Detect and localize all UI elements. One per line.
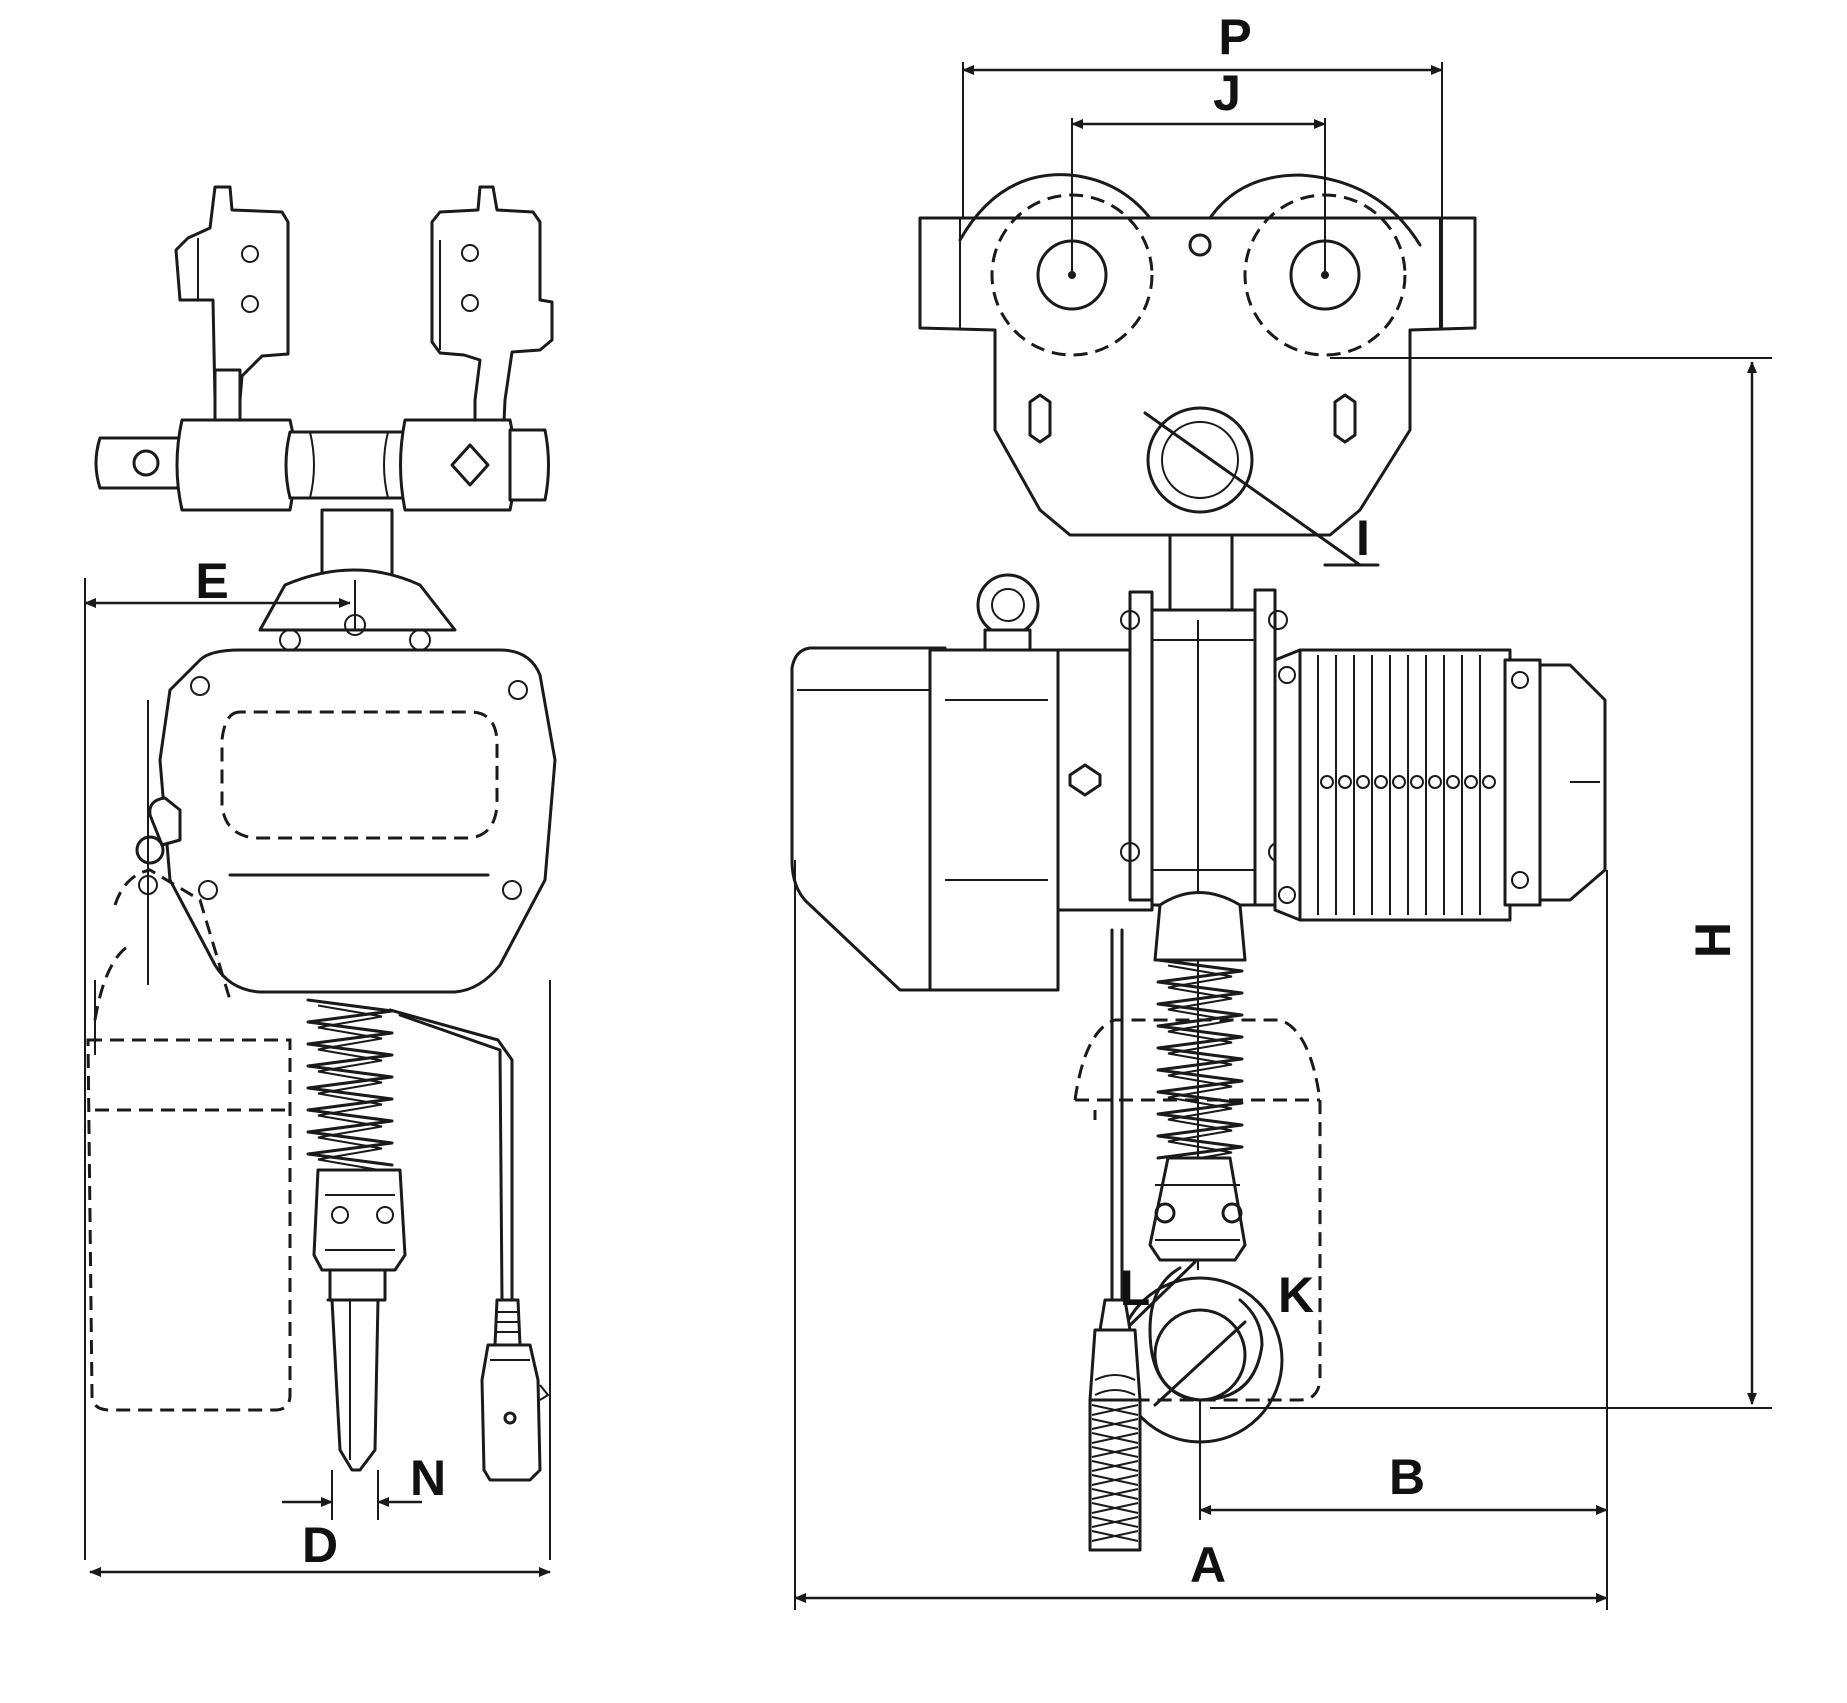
dimension-label-H: H — [1685, 922, 1741, 958]
dimension-B: B — [1199, 870, 1608, 1610]
dimension-label-N: N — [410, 1450, 446, 1506]
side-view: E D N — [84, 185, 557, 1577]
dimension-label-A: A — [1190, 1537, 1226, 1593]
spring-and-hook-side — [306, 998, 407, 1520]
dimension-label-P: P — [1218, 9, 1251, 65]
trolley-plate — [918, 173, 1477, 617]
trolley-crossbar — [94, 418, 550, 580]
dimension-label-J: J — [1213, 65, 1241, 121]
hoist-body-side — [94, 568, 557, 1055]
hoist-body-front — [790, 573, 1607, 1270]
spring-and-hook-front — [1088, 891, 1284, 1552]
chain-bucket-front — [1073, 1018, 1322, 1402]
dimension-E: E — [84, 553, 351, 1560]
dimension-label-K: K — [1278, 1267, 1314, 1323]
dimension-K: K — [1278, 1267, 1314, 1323]
chain-bucket-side — [86, 868, 292, 1412]
dimension-D: D — [89, 980, 551, 1577]
dimension-I: I — [1356, 510, 1370, 566]
dimension-P: P — [962, 9, 1443, 330]
dimension-J: J — [1071, 65, 1326, 275]
dimension-label-L: L — [1120, 1260, 1151, 1316]
dimension-label-E: E — [195, 553, 228, 609]
dimension-label-D: D — [302, 1517, 338, 1573]
pendant-side — [388, 1008, 550, 1482]
dimension-H: H — [1210, 357, 1772, 1409]
dimension-A: A — [794, 860, 1608, 1610]
dimension-label-B: B — [1389, 1449, 1425, 1505]
dimension-label-I: I — [1356, 510, 1370, 566]
front-view: P J I H B A K — [790, 9, 1772, 1610]
dimension-N: N — [282, 1450, 446, 1507]
dimension-L: L — [1120, 1260, 1151, 1316]
